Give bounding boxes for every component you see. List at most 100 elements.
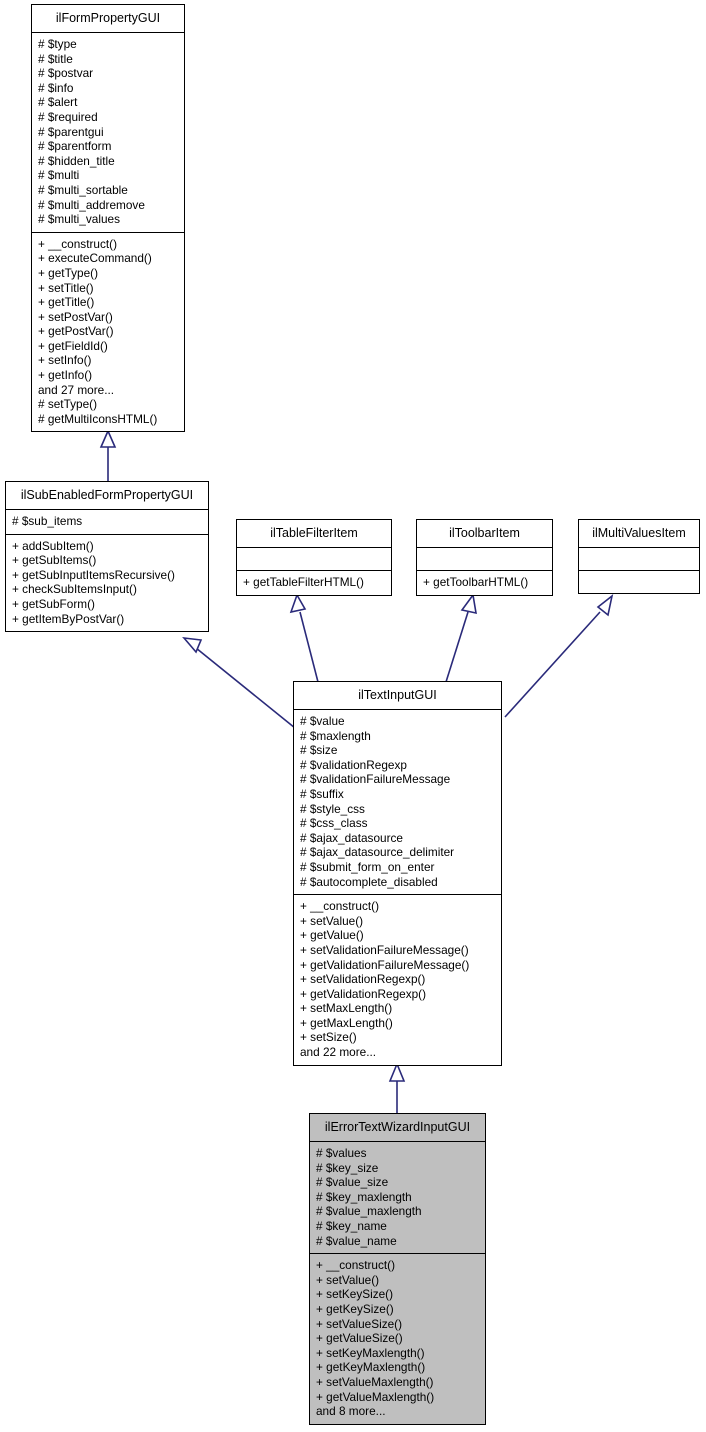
class-title-ilSubEnabledFormPropertyGUI: ilSubEnabledFormPropertyGUI: [6, 482, 208, 510]
attributes-compartment-ilTableFilterItem: [237, 548, 391, 571]
class-box-ilFormPropertyGUI[interactable]: ilFormPropertyGUI # $type # $title # $po…: [31, 4, 185, 433]
attributes-compartment-ilFormPropertyGUI: # $type # $title # $postvar # $info # $a…: [32, 33, 184, 233]
operation: + setValue(): [300, 913, 364, 928]
operation: + executeCommand(): [38, 251, 152, 266]
operations-compartment-ilTableFilterItem: + getTableFilterHTML(): [237, 571, 391, 595]
operation: + setValueMaxlength(): [316, 1374, 434, 1389]
attribute: # $required: [38, 109, 98, 124]
attribute: # $multi: [38, 168, 80, 183]
class-title-ilFormPropertyGUI: ilFormPropertyGUI: [32, 5, 184, 33]
attributes-compartment-ilToolbarItem: [417, 548, 552, 571]
more-members-note: and 22 more...: [300, 1045, 377, 1060]
operation: + getTableFilterHTML(): [243, 575, 364, 589]
operation: + setValidationRegexp(): [300, 972, 426, 987]
more-members-note: and 8 more...: [316, 1404, 386, 1419]
operation: + setValidationFailureMessage(): [300, 942, 469, 957]
operation: + setValue(): [316, 1272, 380, 1287]
operation: + getKeySize(): [316, 1301, 394, 1316]
attribute: # $multi_values: [38, 212, 120, 227]
attribute: # $type: [38, 37, 77, 51]
class-box-ilErrorTextWizardInputGUI[interactable]: ilErrorTextWizardInputGUI # $values # $k…: [309, 1113, 486, 1425]
operation: + setKeySize(): [316, 1287, 394, 1302]
attribute: # $parentform: [38, 139, 112, 154]
operations-compartment-ilToolbarItem: + getToolbarHTML(): [417, 571, 552, 595]
class-box-ilToolbarItem[interactable]: ilToolbarItem + getToolbarHTML(): [416, 519, 553, 596]
attribute: # $parentgui: [38, 124, 104, 139]
attribute: # $size: [300, 743, 338, 758]
edge-ilErrorTextWizardInputGUI-to-ilTextInputGUI: [388, 1061, 406, 1114]
attribute: # $autocomplete_disabled: [300, 874, 438, 889]
attribute: # $info: [38, 80, 74, 95]
edge-ilTextInputGUI-to-ilToolbarItem: [445, 592, 477, 683]
attributes-compartment-ilErrorTextWizardInputGUI: # $values # $key_size # $value_size # $k…: [310, 1142, 485, 1255]
attributes-compartment-ilMultiValuesItem: [579, 548, 699, 571]
attribute: # $value: [300, 714, 345, 728]
operation: + setSize(): [300, 1030, 357, 1045]
operation: + __construct(): [38, 236, 118, 251]
operation: + getValue(): [300, 928, 364, 943]
class-box-ilTextInputGUI[interactable]: ilTextInputGUI # $value # $maxlength # $…: [293, 681, 502, 1066]
more-members-note: and 27 more...: [38, 382, 115, 397]
operations-compartment-ilErrorTextWizardInputGUI: + __construct() + setValue() + setKeySiz…: [310, 1254, 485, 1424]
attributes-compartment-ilSubEnabledFormPropertyGUI: # $sub_items: [6, 510, 208, 535]
class-box-ilSubEnabledFormPropertyGUI[interactable]: ilSubEnabledFormPropertyGUI # $sub_items…: [5, 481, 209, 633]
operations-compartment-ilSubEnabledFormPropertyGUI: + addSubItem() + getSubItems() + getSubI…: [6, 534, 208, 632]
operation: + setPostVar(): [38, 309, 113, 324]
operation: + getFieldId(): [38, 338, 108, 353]
attribute: # $style_css: [300, 801, 365, 816]
attribute: # $sub_items: [12, 514, 83, 528]
class-box-ilTableFilterItem[interactable]: ilTableFilterItem + getTableFilterHTML(): [236, 519, 392, 596]
attribute: # $validationRegexp: [300, 757, 407, 772]
operation: + setMaxLength(): [300, 1001, 393, 1016]
operation: + getSubForm(): [12, 596, 95, 611]
edge-ilSubEnabledFormPropertyGUI-to-ilFormPropertyGUI: [99, 429, 117, 481]
class-title-ilTableFilterItem: ilTableFilterItem: [237, 520, 391, 548]
operation: # setType(): [38, 397, 98, 412]
edge-ilTextInputGUI-to-ilTableFilterItem: [289, 593, 319, 683]
class-title-ilTextInputGUI: ilTextInputGUI: [294, 682, 501, 710]
operation: + __construct(): [316, 1258, 396, 1273]
operations-compartment-ilTextInputGUI: + __construct() + setValue() + getValue(…: [294, 895, 501, 1065]
operation: + setInfo(): [38, 353, 92, 368]
class-box-ilMultiValuesItem[interactable]: ilMultiValuesItem: [578, 519, 700, 594]
operations-compartment-ilFormPropertyGUI: + __construct() + executeCommand() + get…: [32, 232, 184, 432]
attribute: # $key_maxlength: [316, 1189, 412, 1204]
operation: + checkSubItemsInput(): [12, 582, 137, 597]
operation: + getSubItems(): [12, 553, 97, 568]
attribute: # $hidden_title: [38, 153, 115, 168]
operation: + getMaxLength(): [300, 1015, 393, 1030]
attribute: # $multi_addremove: [38, 197, 145, 212]
operation: # getMultiIconsHTML(): [38, 411, 158, 426]
attribute: # $title: [38, 51, 73, 66]
edge-ilTextInputGUI-to-ilMultiValuesItem: [504, 594, 614, 718]
operations-compartment-ilMultiValuesItem: [579, 571, 699, 593]
operation: + getValidationFailureMessage(): [300, 957, 470, 972]
attribute: # $ajax_datasource: [300, 830, 403, 845]
attribute: # $value_size: [316, 1175, 389, 1190]
attribute: # $postvar: [38, 66, 94, 81]
operation: + addSubItem(): [12, 538, 94, 553]
operation: + getValidationRegexp(): [300, 986, 427, 1001]
attribute: # $alert: [38, 95, 78, 110]
attribute: # $submit_form_on_enter: [300, 859, 435, 874]
operation: + __construct(): [300, 899, 380, 914]
operation: + getValueSize(): [316, 1331, 403, 1346]
operation: + getValueMaxlength(): [316, 1389, 435, 1404]
attribute: # $key_size: [316, 1160, 379, 1175]
attribute: # $value_name: [316, 1233, 397, 1248]
operation: + getType(): [38, 265, 98, 280]
attribute: # $values: [316, 1146, 367, 1160]
attribute: # $maxlength: [300, 728, 371, 743]
operation: + getSubInputItemsRecursive(): [12, 567, 175, 582]
operation: + getItemByPostVar(): [12, 611, 125, 626]
attribute: # $ajax_datasource_delimiter: [300, 845, 455, 860]
attribute: # $validationFailureMessage: [300, 772, 451, 787]
attribute: # $suffix: [300, 786, 344, 801]
attribute: # $key_name: [316, 1218, 387, 1233]
operation: + getPostVar(): [38, 324, 114, 339]
attribute: # $css_class: [300, 816, 368, 831]
operation: + getInfo(): [38, 368, 93, 383]
operation: + setTitle(): [38, 280, 94, 295]
class-title-ilErrorTextWizardInputGUI: ilErrorTextWizardInputGUI: [310, 1114, 485, 1142]
